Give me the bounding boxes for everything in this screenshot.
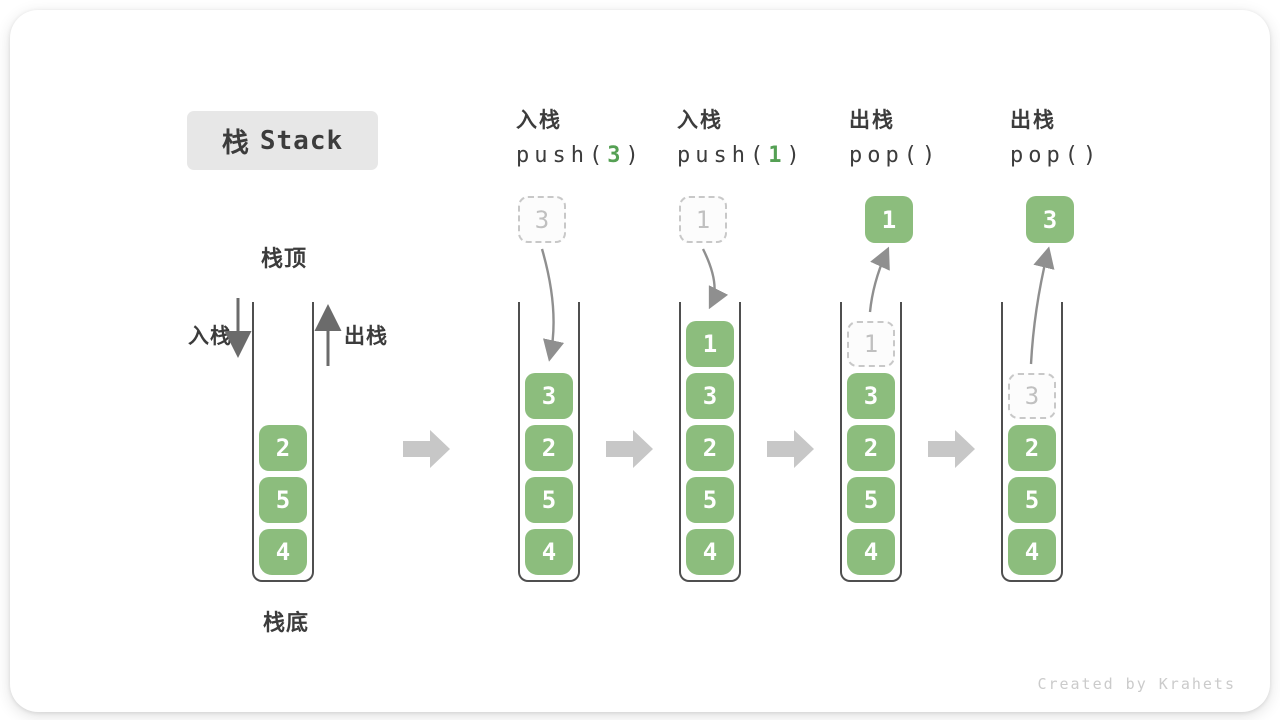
step-header-pop-1: 出栈 pop()	[849, 104, 940, 174]
stack-item: 5	[259, 477, 307, 523]
stack-item: 2	[686, 425, 734, 471]
diagram-title-zh: 栈	[221, 128, 249, 158]
step-header-pop-3: 出栈 pop()	[1010, 104, 1101, 174]
stack-item: 2	[525, 425, 573, 471]
stack-item: 2	[259, 425, 307, 471]
step-header-push-1: 入栈 push(1)	[677, 104, 805, 174]
stack-item-ghost: 3	[1008, 373, 1056, 419]
pop-direction-label: 出栈	[344, 325, 388, 348]
stack-item: 5	[847, 477, 895, 523]
stack-item: 2	[1008, 425, 1056, 471]
stack-item: 4	[525, 529, 573, 575]
stack-item: 4	[686, 529, 734, 575]
step-operation-code: push(1)	[677, 143, 805, 168]
stack-item: 3	[525, 373, 573, 419]
stack-item: 5	[1008, 477, 1056, 523]
stack-item: 3	[847, 373, 895, 419]
step-operation-label: 出栈	[849, 109, 895, 132]
step-operation-code: pop()	[1010, 143, 1102, 168]
step-header-push-3: 入栈 push(3)	[516, 104, 644, 174]
stack-item: 5	[686, 477, 734, 523]
diagram-title-en: Stack	[259, 125, 344, 156]
stack-item-ghost: 1	[847, 321, 895, 367]
stack-item: 2	[847, 425, 895, 471]
stack-item: 5	[525, 477, 573, 523]
watermark: Created by Krahets	[1037, 675, 1236, 693]
diagram-title-box: 栈 Stack	[187, 111, 378, 170]
step-operation-label: 入栈	[516, 109, 562, 132]
stack-item: 1	[686, 321, 734, 367]
floating-item-ghost: 3	[518, 196, 566, 243]
floating-item: 3	[1026, 196, 1074, 243]
step-operation-code: push(3)	[516, 143, 644, 168]
stack-item: 4	[1008, 529, 1056, 575]
step-operation-label: 入栈	[677, 109, 723, 132]
stack-item: 4	[259, 529, 307, 575]
step-operation-code: pop()	[849, 143, 941, 168]
stack-item: 3	[686, 373, 734, 419]
push-direction-label: 入栈	[188, 325, 232, 348]
floating-item: 1	[865, 196, 913, 243]
step-operation-label: 出栈	[1010, 109, 1056, 132]
stack-item: 4	[847, 529, 895, 575]
stack-bottom-label: 栈底	[262, 610, 309, 635]
stack-top-label: 栈顶	[260, 246, 307, 271]
floating-item-ghost: 1	[679, 196, 727, 243]
